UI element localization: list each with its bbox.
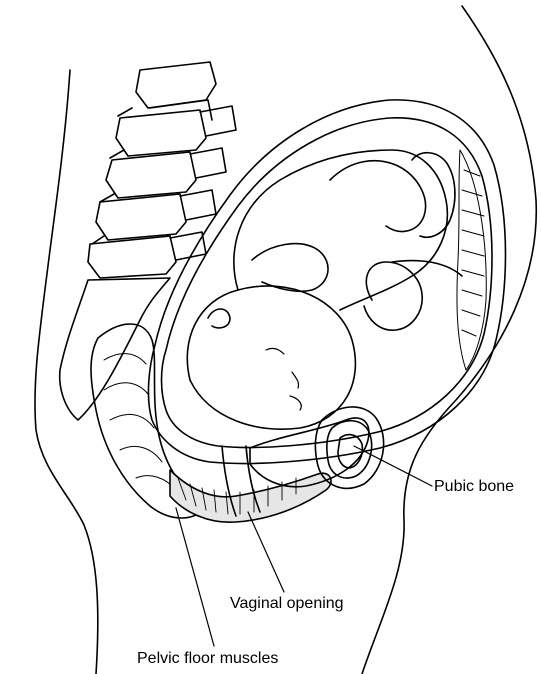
uterus-outer-wall bbox=[148, 100, 505, 464]
vaginal-opening-label: Vaginal opening bbox=[230, 596, 344, 612]
pubic-bone-label: Pubic bone bbox=[434, 479, 514, 495]
back-outline bbox=[35, 70, 98, 674]
rectum-folds bbox=[104, 354, 176, 490]
fetus-face bbox=[266, 348, 301, 410]
fetus-ear bbox=[208, 309, 230, 328]
fetus-arm bbox=[252, 244, 328, 292]
belly-outline bbox=[362, 6, 536, 674]
uterus-inner-wall bbox=[162, 118, 493, 448]
pelvic-floor-muscles-label: Pelvic floor muscles bbox=[137, 651, 278, 667]
pelvic-floor-leader bbox=[176, 508, 214, 646]
fetus-leg bbox=[330, 161, 426, 232]
placenta bbox=[457, 150, 486, 370]
fetus-head bbox=[187, 286, 355, 429]
vaginal-opening-leader bbox=[248, 512, 284, 592]
spine-vertebrae bbox=[88, 62, 236, 278]
